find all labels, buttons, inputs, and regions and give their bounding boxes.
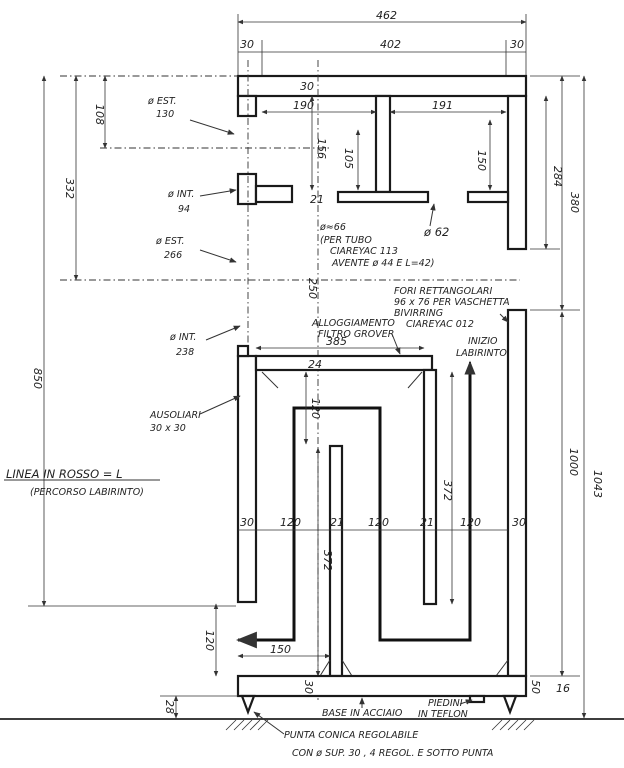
dim-shelf-top: 108 — [93, 104, 106, 125]
note-fori-a: FORI RETTANGOLARI — [394, 286, 493, 297]
lower-shelf — [254, 354, 434, 372]
note-fori-d: CIAREYAC 012 — [406, 319, 474, 330]
dim-left-120: 120 — [203, 630, 216, 651]
note-linea-rossa: LINEA IN ROSSO = L — [6, 467, 122, 481]
dim-bottom-30-b: 30 — [512, 516, 526, 529]
dim-bottom-120-c: 120 — [460, 516, 481, 529]
note-punta-b: CON ø SUP. 30 , 4 REGOL. E SOTTO PUNTA — [292, 748, 493, 759]
top-board — [236, 74, 528, 98]
note-fori-c: BIVIRRING — [394, 308, 443, 319]
leader — [459, 699, 473, 705]
dim-lower-height: 1000 — [567, 448, 580, 476]
steel-base — [236, 674, 528, 698]
dim-lab-372-a: 372 — [441, 480, 454, 501]
dim-base-150: 150 — [270, 643, 291, 656]
dim-shelf-24: 24 — [308, 358, 322, 371]
base-braces — [319, 659, 509, 677]
dim-top-board: 30 — [300, 80, 314, 93]
teflon-pad — [468, 694, 486, 704]
dim-bottom-120-a: 120 — [280, 516, 301, 529]
note-hole-66-c: CIAREYAC 113 — [330, 246, 398, 257]
note-diam-ext-130-label: ø EST. — [147, 96, 177, 107]
note-hole-66-b: (PER TUBO — [320, 235, 372, 246]
note-percorso: (PERCORSO LABIRINTO) — [30, 487, 144, 498]
dim-base-28: 28 — [163, 700, 176, 714]
lower-left-cap — [236, 344, 250, 358]
dim-side-right: 30 — [510, 38, 524, 51]
floor-hatch-left — [225, 719, 269, 731]
dim-right-380: 380 — [568, 192, 581, 213]
note-hole-66-a: ø≈66 — [319, 222, 346, 233]
dim-upper-height: 332 — [63, 178, 76, 199]
dim-side-left: 30 — [240, 38, 254, 51]
dim-lab-372-b: 372 — [321, 550, 334, 571]
dim-bottom-120-b: 120 — [368, 516, 389, 529]
note-diam-ext-266-value: 266 — [164, 250, 182, 261]
upper-right-side — [506, 94, 528, 251]
leader — [253, 711, 285, 735]
left-port-tube — [254, 184, 294, 204]
leader — [429, 203, 436, 227]
dim-bottom-21-a: 21 — [330, 516, 344, 529]
note-piedini-a: PIEDINI — [428, 698, 463, 709]
leader — [199, 249, 237, 263]
lower-right-side — [506, 308, 528, 678]
note-hole-62: ø 62 — [423, 225, 449, 239]
lower-left-side — [236, 354, 258, 604]
dim-overall-width: 462 — [376, 9, 397, 22]
note-fori-b: 96 x 76 PER VASCHETTA — [394, 297, 510, 308]
upper-shelf — [336, 190, 430, 204]
dim-base-30: 30 — [302, 680, 315, 694]
dim-bottom-21-b: 21 — [420, 516, 434, 529]
note-filtro-b: FILTRO GROVER — [318, 329, 394, 340]
dim-right-50: 50 — [529, 680, 542, 694]
left-port-stub — [236, 172, 258, 206]
leader — [189, 119, 235, 135]
upper-divider — [374, 94, 392, 194]
floor-hatch-right — [491, 719, 535, 731]
note-diam-int-238-label: ø INT. — [169, 332, 196, 343]
upper-left-stub — [236, 94, 258, 118]
leader — [205, 325, 241, 341]
dim-shelf-inner: 385 — [326, 335, 347, 348]
note-ausiliari-a: AUSOLIARI — [149, 410, 201, 421]
dim-shelf-mid: 156 — [315, 138, 328, 159]
dim-inner-width: 402 — [380, 38, 401, 51]
cone-foot-right — [502, 694, 518, 716]
dim-bottom-30-a: 30 — [240, 516, 254, 529]
note-piedini-b: IN TEFLON — [418, 709, 468, 720]
note-inizio-a: INIZIO — [468, 336, 498, 347]
inner-wall-right — [422, 368, 438, 606]
note-diam-int-94-value: 94 — [178, 204, 190, 215]
leader — [199, 188, 237, 197]
note-filtro-a: ALLOGGIAMENTO — [311, 318, 395, 329]
note-diam-ext-130-value: 130 — [156, 109, 174, 120]
note-ausiliari-b: 30 x 30 — [150, 423, 186, 434]
cone-foot-left — [240, 694, 256, 716]
dim-overall-height: 1043 — [591, 470, 604, 498]
dim-div-left: 105 — [342, 148, 355, 169]
note-inizio-b: LABIRINTO — [456, 348, 507, 359]
note-diam-int-94-label: ø INT. — [167, 189, 194, 200]
dim-gap-250: 250 — [306, 278, 319, 299]
note-diam-int-238-value: 238 — [176, 347, 194, 358]
dim-right-16: 16 — [556, 682, 570, 695]
dim-right-bay: 191 — [432, 99, 453, 112]
dim-lab-120: 120 — [309, 398, 322, 419]
labyrinth-path — [238, 364, 472, 642]
dim-div-right: 150 — [475, 150, 488, 171]
note-base-acciaio: BASE IN ACCIAIO — [322, 708, 403, 719]
corner-braces — [261, 371, 423, 389]
dim-board-small: 21 — [310, 193, 324, 206]
leader — [391, 333, 401, 355]
upper-right-shelf — [466, 190, 510, 204]
leader — [499, 313, 509, 323]
note-hole-66-d: AVENTE ø 44 E L=42) — [331, 258, 434, 269]
dim-left-bay: 190 — [293, 99, 314, 112]
dim-total-height: 850 — [31, 368, 44, 389]
note-punta-a: PUNTA CONICA REGOLABILE — [284, 730, 418, 741]
note-diam-ext-266-label: ø EST. — [155, 236, 185, 247]
leader — [199, 395, 241, 415]
